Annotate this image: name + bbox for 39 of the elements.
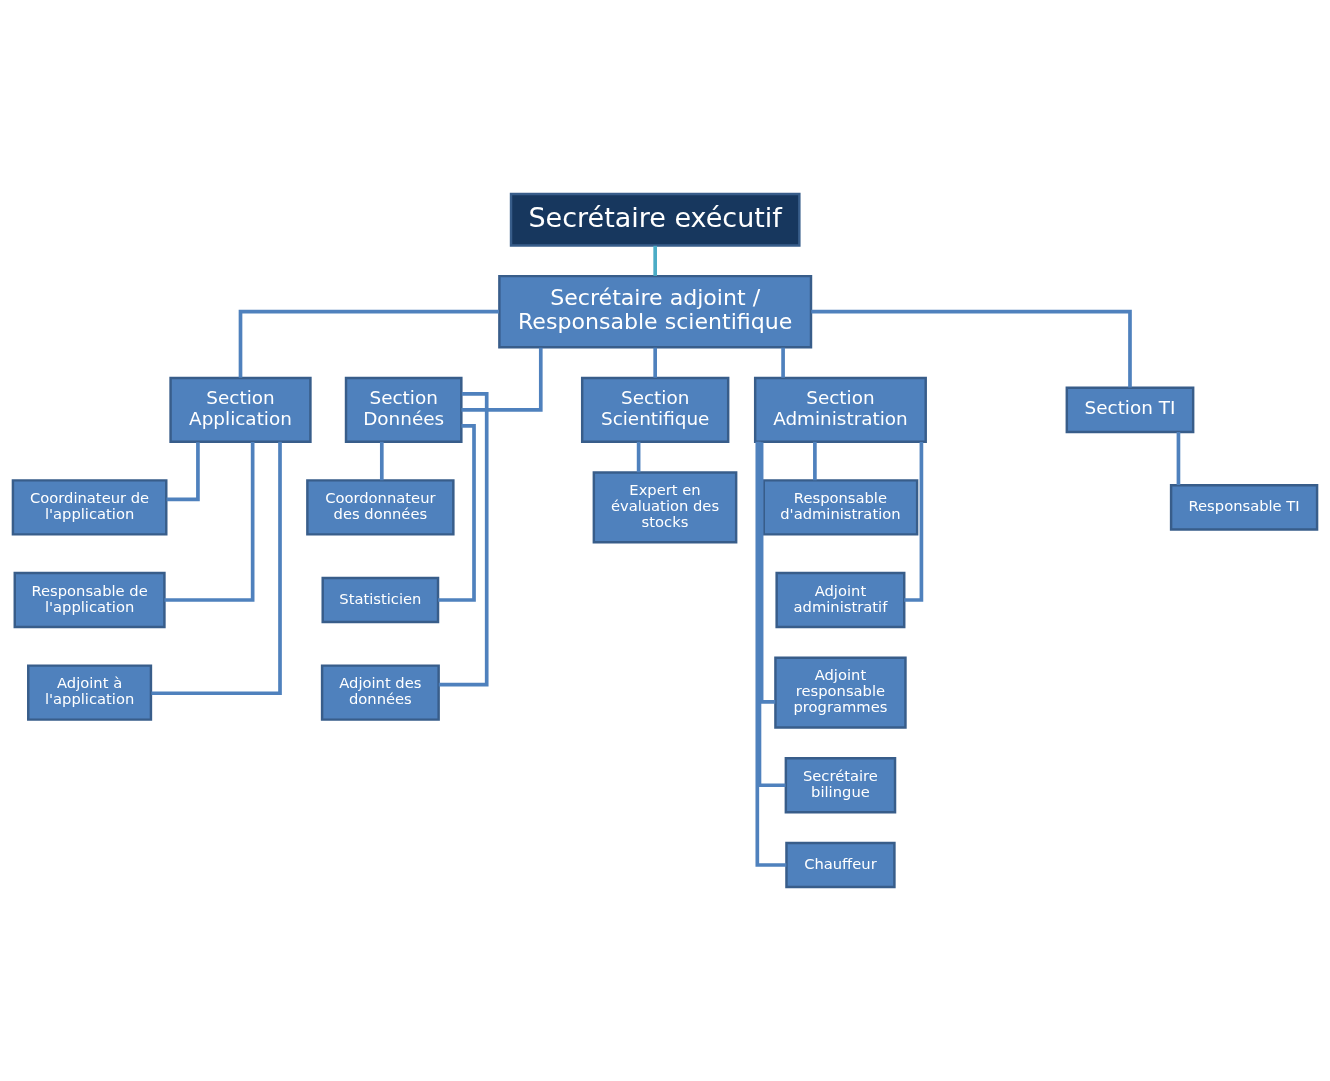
connector (166, 442, 200, 502)
connector (813, 441, 817, 481)
connector (653, 245, 657, 276)
node-box: Coordonnateur des données (306, 479, 455, 536)
node-box: Responsable d'administration (762, 479, 919, 536)
node-box: Adjoint des données (320, 664, 440, 721)
connector (461, 347, 543, 412)
node-box: Secrétaire bilingue (784, 757, 897, 814)
connector (811, 309, 1132, 388)
node-box: Expert en évaluation des stocks (592, 471, 738, 544)
node-box: Statisticien (321, 576, 440, 624)
node-box: Adjoint administratif (775, 571, 906, 629)
connector (238, 309, 499, 378)
node-box: Section Administration (753, 376, 927, 443)
connector (438, 423, 476, 602)
connector (1176, 431, 1181, 485)
node-box: Responsable de l'application (13, 571, 166, 629)
node-box: Section TI (1065, 386, 1195, 434)
connector (379, 441, 384, 481)
connector (151, 441, 282, 696)
connector (755, 441, 787, 867)
connector (904, 442, 924, 602)
node-box: Section Application (169, 376, 312, 443)
node-box: Adjoint à l'application (27, 664, 153, 721)
node-box: Adjoint responsable programmes (774, 656, 907, 729)
node-box: Secrétaire exécutif (509, 192, 801, 247)
connector (164, 442, 255, 602)
connector (636, 441, 641, 473)
connector (759, 442, 776, 704)
connector (653, 347, 657, 378)
node-box: Secrétaire adjoint / Responsable scientifique (498, 274, 813, 349)
node-box: Chauffeur (785, 841, 896, 889)
node-box: Coordinateur de l'application (11, 479, 168, 536)
node-box: Responsable TI (1169, 484, 1319, 531)
connector (781, 347, 785, 378)
connector (757, 441, 786, 788)
node-box: Section Scientifique (580, 376, 730, 443)
node-box: Section Données (344, 376, 463, 443)
connector (438, 392, 489, 687)
